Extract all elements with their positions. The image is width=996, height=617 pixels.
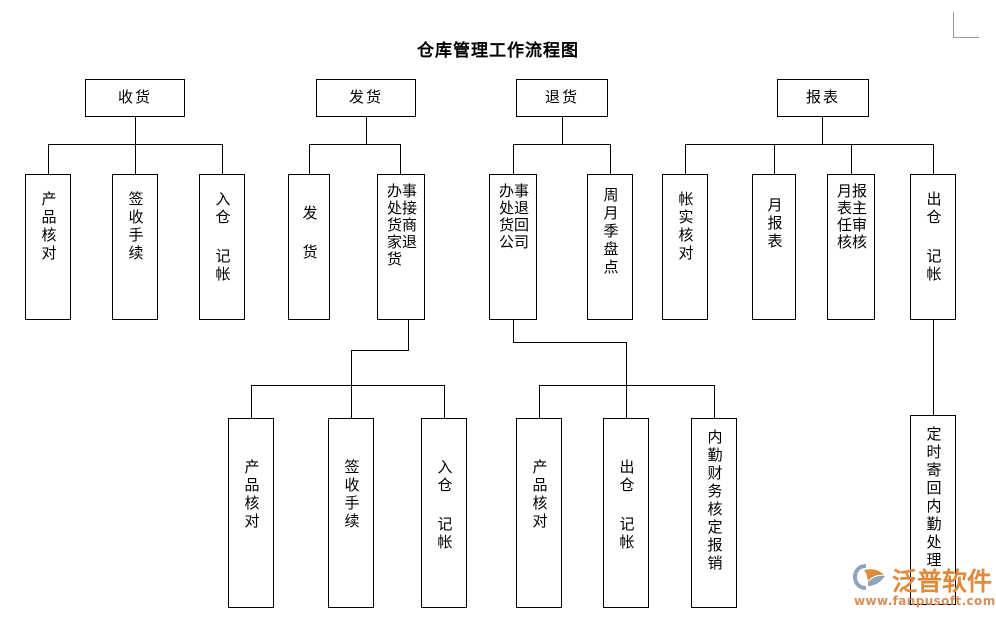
page-title: 仓库管理工作流程图 bbox=[417, 41, 579, 61]
node-shipping-office-accept-col-left: 办处货家货 bbox=[385, 183, 403, 268]
node-shipping-sub-product-check[interactable]: 产品核对 bbox=[228, 418, 274, 608]
node-reports-warehouse-out-label: 出仓 记帐 bbox=[924, 191, 943, 284]
connector-shipping-sub-jog bbox=[351, 350, 409, 351]
connector-returns-sub-drop-3 bbox=[714, 385, 715, 418]
connector-returns-sub-drop-2 bbox=[626, 385, 627, 418]
connector-shipping-stem bbox=[366, 117, 367, 144]
node-receiving-sign-receipt[interactable]: 签收手续 bbox=[112, 174, 158, 320]
connector-reports-bus bbox=[685, 144, 933, 145]
node-shipping-sub-product-check-label: 产品核对 bbox=[242, 459, 261, 531]
node-returns-office-return[interactable]: 办处货公 事退回司 bbox=[489, 174, 537, 320]
connector-returns-sub-drop-1 bbox=[539, 385, 540, 418]
connector-returns-bus bbox=[513, 144, 611, 145]
connector-receiving-stem bbox=[135, 117, 136, 144]
connector-shipping-bus bbox=[309, 144, 401, 145]
connector-shipping-sub-bus bbox=[251, 385, 444, 386]
node-shipping-sub-warehouse-in[interactable]: 入仓 记帐 bbox=[421, 418, 467, 608]
node-shipping-ship-goods-label: 发 货 bbox=[300, 205, 319, 262]
connector-shipping-sub-drop-2 bbox=[351, 385, 352, 418]
node-reports-label: 报表 bbox=[805, 88, 840, 107]
node-reports-sub-mail-back[interactable]: 定时寄回内勤处理 bbox=[910, 415, 956, 605]
node-returns-inventory-count[interactable]: 周月季盘点 bbox=[587, 174, 633, 320]
node-receiving-sign-receipt-label: 签收手续 bbox=[126, 191, 145, 263]
node-shipping-ship-goods[interactable]: 发 货 bbox=[288, 174, 330, 320]
fanpu-logo-icon bbox=[853, 564, 885, 590]
node-shipping-label: 发货 bbox=[348, 88, 383, 107]
node-reports-account-check-label: 帐实核对 bbox=[676, 191, 695, 263]
connector-reports-drop-2 bbox=[774, 144, 775, 174]
node-returns-inventory-count-label: 周月季盘点 bbox=[601, 187, 620, 277]
connector-reports-drop-1 bbox=[685, 144, 686, 174]
node-returns-sub-product-check-label: 产品核对 bbox=[530, 459, 549, 531]
node-reports-warehouse-out[interactable]: 出仓 记帐 bbox=[910, 174, 956, 320]
node-shipping-sub-sign-receipt[interactable]: 签收手续 bbox=[328, 418, 374, 608]
node-receiving-product-check[interactable]: 产品核对 bbox=[25, 174, 71, 320]
connector-returns-stem bbox=[562, 117, 563, 144]
connector-receiving-drop-1 bbox=[48, 144, 49, 174]
node-returns-sub-warehouse-out[interactable]: 出仓 记帐 bbox=[603, 418, 649, 608]
connector-shipping-sub-drop-1 bbox=[251, 385, 252, 418]
node-reports-monthly-report[interactable]: 月报表 bbox=[752, 174, 796, 320]
connector-shipping-sub-drop-3 bbox=[444, 385, 445, 418]
connector-returns-sub-vert bbox=[626, 342, 627, 385]
connector-shipping-drop-2 bbox=[400, 144, 401, 174]
node-receiving-label: 收货 bbox=[117, 88, 152, 107]
connector-returns-sub-jog bbox=[513, 342, 626, 343]
node-receiving-product-check-label: 产品核对 bbox=[39, 191, 58, 263]
node-reports-sub-mail-back-label: 定时寄回内勤处理 bbox=[924, 426, 943, 570]
page-corner-mark-vertical bbox=[953, 12, 954, 38]
connector-shipping-drop-1 bbox=[309, 144, 310, 174]
node-receiving[interactable]: 收货 bbox=[85, 79, 185, 117]
node-returns-sub-finance-approval[interactable]: 内勤财务核定报销 bbox=[691, 418, 737, 608]
node-returns[interactable]: 退货 bbox=[516, 79, 608, 117]
node-reports-monthly-report-label: 月报表 bbox=[765, 197, 784, 251]
connector-returns-drop-2 bbox=[610, 144, 611, 174]
node-shipping[interactable]: 发货 bbox=[316, 79, 416, 117]
connector-receiving-drop-3 bbox=[222, 144, 223, 174]
node-reports[interactable]: 报表 bbox=[777, 79, 869, 117]
node-reports-approval[interactable]: 月表任核 报主审核 bbox=[827, 174, 875, 320]
node-reports-approval-col-right: 报主审核 bbox=[850, 183, 868, 251]
node-shipping-sub-sign-receipt-label: 签收手续 bbox=[342, 459, 361, 531]
node-returns-sub-finance-approval-label: 内勤财务核定报销 bbox=[705, 429, 724, 573]
connector-shipping-sub-vert bbox=[351, 350, 352, 385]
connector-returns-sub-stem bbox=[513, 320, 514, 342]
connector-reports-drop-3 bbox=[851, 144, 852, 174]
node-returns-sub-warehouse-out-label: 出仓 记帐 bbox=[617, 459, 636, 552]
node-shipping-office-accept-col-right: 事接商退 bbox=[400, 183, 418, 251]
node-shipping-sub-warehouse-in-label: 入仓 记帐 bbox=[435, 459, 454, 552]
node-reports-approval-col-left: 月表任核 bbox=[835, 183, 853, 251]
node-reports-account-check[interactable]: 帐实核对 bbox=[662, 174, 708, 320]
page-corner-mark-horizontal bbox=[953, 37, 979, 38]
connector-returns-drop-1 bbox=[513, 144, 514, 174]
connector-reports-sub-stem bbox=[933, 320, 934, 415]
node-receiving-warehouse-in-label: 入仓 记帐 bbox=[213, 191, 232, 284]
node-returns-label: 退货 bbox=[544, 88, 579, 107]
node-shipping-office-accept[interactable]: 办处货家货 事接商退 bbox=[377, 174, 425, 320]
node-receiving-warehouse-in[interactable]: 入仓 记帐 bbox=[199, 174, 245, 320]
node-returns-sub-product-check[interactable]: 产品核对 bbox=[516, 418, 562, 608]
connector-reports-stem bbox=[822, 117, 823, 144]
node-returns-office-return-col-left: 办处货公 bbox=[497, 183, 515, 251]
node-returns-office-return-col-right: 事退回司 bbox=[512, 183, 530, 251]
connector-reports-drop-4 bbox=[933, 144, 934, 174]
connector-receiving-drop-2 bbox=[135, 144, 136, 174]
connector-shipping-sub-stem bbox=[408, 320, 409, 350]
